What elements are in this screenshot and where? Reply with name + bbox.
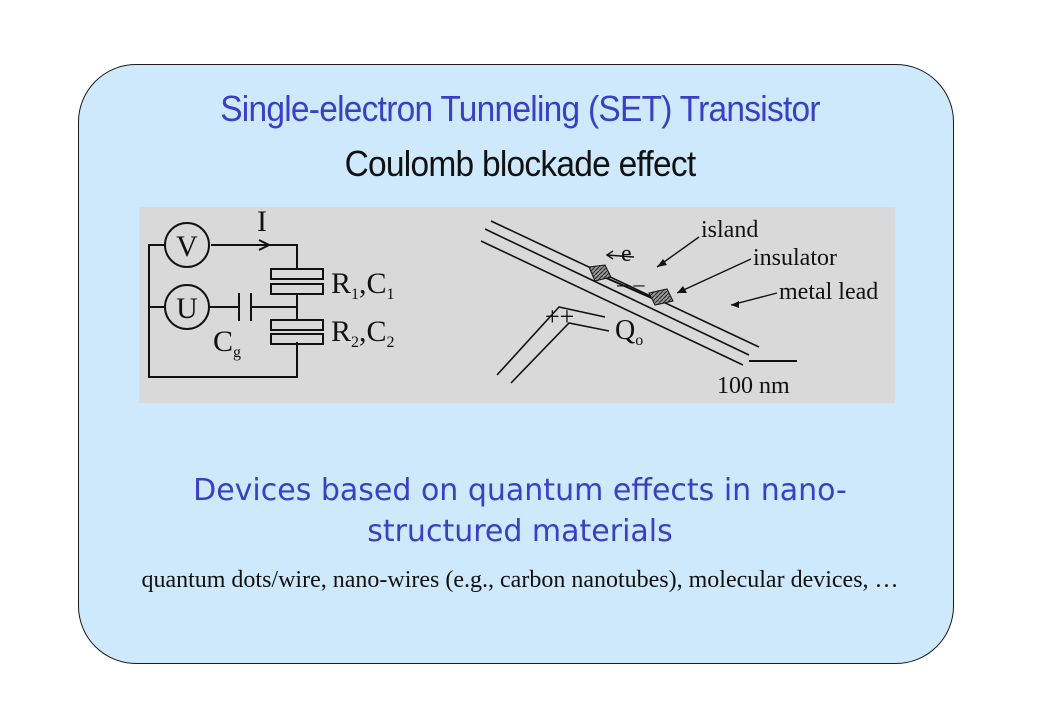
insulator-arrowhead-icon <box>677 286 687 293</box>
current-arrow-icon <box>258 239 272 251</box>
junction-2-bottom-plate <box>270 333 324 345</box>
circuit-top-wire <box>211 244 298 269</box>
insulator-label: insulator <box>753 245 837 271</box>
tunnel-junction-right <box>648 288 674 306</box>
source-circle <box>164 284 210 330</box>
metal-lead-label: metal lead <box>779 279 878 305</box>
gate-capacitance-label: Cg <box>213 325 241 361</box>
gate-lead-edge-1 <box>496 306 606 376</box>
island-charge-label: – – <box>616 271 646 296</box>
current-label: I <box>257 207 267 238</box>
set-figure-svg: V U I Cg R1,C1 R2,C2 <box>148 207 878 399</box>
voltmeter-label: V <box>176 230 198 263</box>
scale-label: 100 nm <box>717 373 790 399</box>
gate-charge-q-label: Qo <box>615 315 643 349</box>
slide-subtitle: Coulomb blockade effect <box>344 143 697 184</box>
source-label: U <box>176 292 198 325</box>
tunnel-junction-left <box>588 264 612 282</box>
devices-heading: Devices based on quantum effects in nano… <box>193 473 847 549</box>
slide-title: Single-electron Tunneling (SET) Transist… <box>220 88 820 129</box>
devices-examples: quantum dots/wire, nano-wires (e.g., car… <box>141 567 899 593</box>
island-label: island <box>701 217 758 243</box>
gate-charge-label: ++ <box>545 302 574 331</box>
voltmeter-circle <box>164 222 210 268</box>
junction-1-bottom-plate <box>270 283 324 295</box>
device-schematic <box>480 220 760 384</box>
insulator-pointer-arrow-icon <box>676 258 752 294</box>
electron-label: e <box>621 241 632 267</box>
metal-lead-edge-3 <box>490 220 760 348</box>
island-arrowhead-icon <box>657 259 667 267</box>
circuit-diagram <box>148 222 324 378</box>
circuit-outer-wire <box>148 244 298 378</box>
junction-1-label: R1,C1 <box>331 267 395 303</box>
electron-arrowhead-icon <box>605 250 614 260</box>
metal-lead-edge-1 <box>484 228 750 356</box>
set-transistor-figure: V U I Cg R1,C1 R2,C2 <box>139 207 895 403</box>
metal-lead-edge-2 <box>480 240 744 366</box>
junction-1-top-plate <box>270 268 324 280</box>
junction-2-top-plate <box>270 319 324 331</box>
electron-arrow-icon <box>606 254 635 258</box>
junction-2-label: R2,C2 <box>331 315 395 351</box>
metal-lead-arrowhead-icon <box>731 301 739 308</box>
gate-lead-edge-2 <box>510 322 610 384</box>
